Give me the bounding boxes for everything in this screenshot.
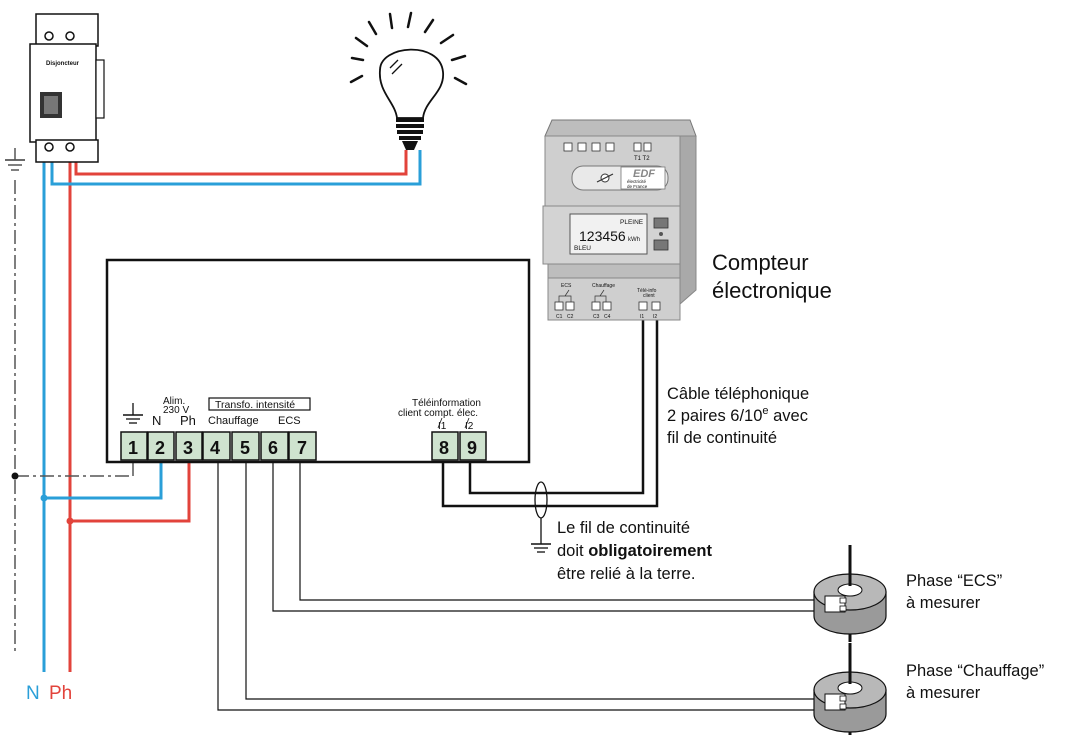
terminal-7-label: 7 [297,438,307,458]
neutral-lamp-wire [50,150,422,186]
sensor-chauffage-line2: à mesurer [906,684,981,702]
terminal-block-power: 1 2 3 4 5 6 7 [120,431,317,461]
teleinfo-cable [441,318,659,553]
meter-pleine: PLEINE [620,219,644,226]
meter-display [569,213,648,255]
terminal-6 [260,431,289,461]
meter-title-line1: Compteur [712,250,809,275]
circuit-breaker: Disjoncteur [29,13,105,163]
terminal-3-label: 3 [183,438,193,458]
sensor-ecs-line1: Phase “ECS” [906,572,1002,590]
chauffage-label: Chauffage [208,415,259,427]
phase-junction [66,517,74,525]
ground-note-line3: être relié à la terre. [557,565,695,583]
terminal-8 [431,431,459,461]
i1-label: I1 [438,421,447,432]
meter-reading: 123456 [579,228,626,244]
breaker-label: Disjoncteur [46,61,80,67]
ct-sensor-chauffage [813,643,887,735]
n-terminal-label: N [152,413,161,428]
meter-button-bottom [653,239,669,251]
ecs-label: ECS [278,415,301,427]
cable-note-line1: Câble téléphonique [667,385,809,403]
terminal-5-label: 5 [240,438,250,458]
control-module: Alim. 230 V N Ph Transfo. intensité Chau… [105,258,531,464]
terminal-3 [175,431,203,461]
voltage-label: 230 V [163,405,189,416]
meter-top-terminals [563,142,652,152]
terminal-5 [231,431,260,461]
neutral-terminal-wire [44,462,163,500]
ph-terminal-label: Ph [180,413,196,428]
meter-c4: C4 [604,314,611,320]
terminal-block-teleinfo: 8 9 [431,431,487,461]
phase-terminal-wire [70,462,191,523]
meter-t-labels: T1 T2 [634,156,650,162]
terminal-8-label: 8 [439,438,449,458]
light-bulb-icon [349,11,468,150]
sensor-ecs-line2: à mesurer [906,594,981,612]
alim-label: Alim. [163,396,185,407]
meter-c1: C1 [556,314,563,320]
i2-label: I2 [465,421,474,432]
neutral-bottom-label: N [26,683,40,704]
meter-chauffage-label: Chauffage [592,283,615,289]
meter-brand-sub1: électricité [627,179,647,184]
meter-title-line2: électronique [712,278,832,303]
ct-wires [217,462,826,711]
phase-lamp-wire [74,150,408,176]
terminal-9 [459,431,487,461]
ground-note-line1: Le fil de continuité [557,519,690,537]
meter-c3: C3 [593,314,600,320]
terminal-1-label: 1 [128,438,138,458]
meter-teleinfo-label1: Télé-info [637,288,657,294]
terminal-7 [288,431,317,461]
sensor-chauffage-line1: Phase “Chauffage” [906,662,1044,680]
meter-button-top [653,217,669,229]
terminal-6-label: 6 [268,438,278,458]
earth-symbol-top [5,148,25,171]
phase-bottom-label: Ph [49,683,72,704]
meter-bottom-terminals [554,301,661,311]
terminal-4 [202,431,231,461]
terminal-2-label: 2 [155,438,165,458]
meter-unit: kWh [628,237,640,243]
earth-symbol-module [123,403,143,424]
meter-teleinfo-label2: client [643,293,655,299]
cable-note-line2: 2 paires 6/10e avec [667,405,808,425]
supply-wires [5,148,422,672]
cable-note-line3: fil de continuité [667,429,777,447]
teleinfo-label-line2: client compt. élec. [398,408,478,419]
meter-i1: I1 [640,314,644,320]
meter-brand: EDF [633,168,655,180]
terminal-9-label: 9 [467,438,477,458]
electronic-meter: T1 T2 EDF électricité de France PLEINE 1… [542,119,697,321]
ct-sensor-ecs [813,545,887,642]
terminal-1 [120,431,148,461]
meter-bleu: BLEU [574,245,591,252]
transfo-label: Transfo. intensité [215,399,295,411]
meter-brand-sub2: de France [627,184,648,189]
teleinfo-label-line1: Téléinformation [412,398,481,409]
earth-junction [11,472,19,480]
ground-note-line2: doit obligatoirement [557,542,712,560]
terminal-4-label: 4 [210,438,220,458]
meter-i2: I2 [653,314,657,320]
neutral-junction [40,494,48,502]
meter-c2: C2 [567,314,574,320]
terminal-2 [147,431,175,461]
meter-ecs-label: ECS [561,283,572,289]
